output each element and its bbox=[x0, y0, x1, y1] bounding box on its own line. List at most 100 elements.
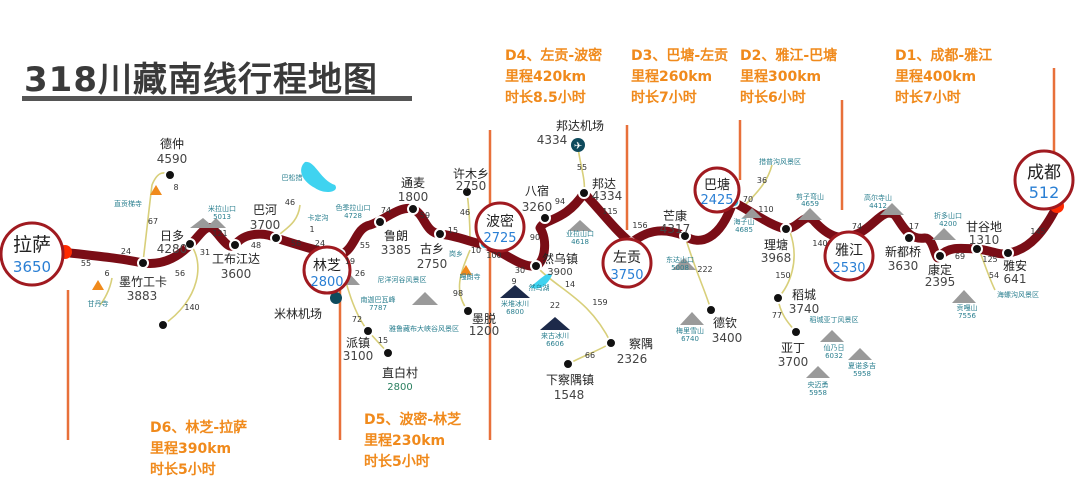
day-route: D1、成都-雅江 bbox=[895, 48, 993, 64]
day-distance: 里程400km bbox=[895, 69, 977, 85]
poi-label: 5008 bbox=[671, 264, 689, 272]
town-altitude: 4590 bbox=[157, 152, 188, 166]
town-dots-item bbox=[772, 292, 784, 304]
town-dots-item bbox=[780, 223, 792, 235]
town-altitude: 1548 bbox=[554, 388, 585, 402]
town-name: 派镇 bbox=[346, 336, 370, 350]
poi-label: 折多山口 bbox=[934, 211, 962, 220]
town-altitude: 1800 bbox=[398, 190, 429, 204]
stop-name: 波密 bbox=[486, 213, 514, 230]
town-name: 甘谷地 bbox=[966, 220, 1002, 234]
poi-label: 6800 bbox=[506, 308, 524, 316]
poi-label: 央迈勇 bbox=[808, 380, 829, 389]
distance-label: 72 bbox=[352, 315, 362, 324]
town-dots-item bbox=[229, 239, 241, 251]
poi-label: 直贡梯寺 bbox=[114, 199, 142, 208]
town-dots-item bbox=[605, 337, 617, 349]
poi-label: 梅里雪山 bbox=[676, 326, 704, 335]
temple-icons-item bbox=[92, 280, 104, 290]
town-dots-item bbox=[903, 232, 915, 244]
side-roads-item bbox=[539, 269, 613, 365]
poi-label: 稻城亚丁风景区 bbox=[810, 315, 859, 324]
town-name: 亚丁 bbox=[781, 341, 805, 355]
distance-label: 59 bbox=[420, 211, 430, 220]
title-underline bbox=[22, 96, 412, 101]
mountain-icons-item bbox=[798, 208, 822, 220]
day-duration: 时长7小时 bbox=[895, 90, 961, 106]
poi-label: 东达山口 bbox=[666, 255, 694, 264]
distance-label: 24 bbox=[315, 239, 325, 248]
town-dots-item bbox=[270, 232, 282, 244]
distance-label: 222 bbox=[697, 265, 712, 274]
poi-label: 尼洋河谷风景区 bbox=[378, 275, 427, 284]
major-stop-circles-item bbox=[0, 221, 65, 287]
town-altitude: 1200 bbox=[469, 324, 500, 338]
distance-label: 48 bbox=[251, 241, 261, 250]
major-stop-circles-item bbox=[302, 245, 352, 295]
mountain-icons-item bbox=[820, 330, 844, 342]
glacier-icons bbox=[500, 285, 570, 330]
town-altitude: 2800 bbox=[387, 382, 412, 393]
distance-label: 140 bbox=[812, 239, 827, 248]
distance-label: 159 bbox=[592, 298, 607, 307]
town-name: 鲁朗 bbox=[384, 229, 408, 243]
mountain-icons-item bbox=[190, 218, 226, 228]
town-altitude: 3883 bbox=[127, 289, 158, 303]
glacier-icons-item bbox=[540, 317, 570, 330]
distance-label: 15 bbox=[378, 336, 388, 345]
town-altitude: 641 bbox=[1004, 272, 1027, 286]
mountain-icons-item bbox=[568, 220, 592, 231]
distance-label: 22 bbox=[550, 301, 560, 310]
town-altitude: 4280 bbox=[157, 242, 188, 256]
stop-altitude: 2725 bbox=[483, 231, 516, 246]
town-name: 新都桥 bbox=[885, 244, 921, 259]
distance-label: 74 bbox=[852, 222, 862, 231]
poi-label: 4618 bbox=[571, 238, 589, 246]
town-altitude: 3385 bbox=[381, 243, 412, 257]
town-altitude: 4334 bbox=[592, 189, 623, 203]
town-name: 古乡 bbox=[420, 241, 444, 256]
poi-label: 4685 bbox=[735, 226, 753, 234]
distance-label: 55 bbox=[360, 241, 370, 250]
town-dots-item bbox=[934, 250, 946, 262]
poi-label: 7556 bbox=[958, 312, 976, 320]
distance-label: 145 bbox=[1030, 227, 1045, 236]
side-roads-item bbox=[162, 243, 199, 326]
town-dots-item bbox=[382, 347, 394, 359]
poi-label: 措普沟风景区 bbox=[759, 157, 801, 166]
stop-name: 巴塘 bbox=[704, 177, 730, 193]
poi-label: 雅鲁藏布大峡谷风景区 bbox=[389, 324, 459, 333]
airplane-icon bbox=[330, 292, 342, 304]
town-dots-item bbox=[164, 169, 176, 181]
town-name: 邦达 bbox=[592, 177, 616, 191]
poi-label: 5958 bbox=[853, 370, 871, 378]
distance-label: 150 bbox=[775, 271, 790, 280]
distance-label: 19 bbox=[345, 257, 355, 266]
major-stop-circles-item bbox=[1013, 149, 1075, 211]
town-altitude: 3900 bbox=[547, 267, 572, 278]
poi-label: 海螺沟风景区 bbox=[997, 290, 1039, 299]
distance-label: 55 bbox=[81, 259, 91, 268]
distance-label: 10 bbox=[471, 246, 481, 255]
mountain-icons-item bbox=[806, 366, 830, 378]
day-route: D6、林芝-拉萨 bbox=[150, 420, 248, 436]
distance-label: 6 bbox=[104, 269, 109, 278]
airplane-icon-glyph: ✈ bbox=[574, 141, 582, 152]
distance-label: 70 bbox=[743, 195, 753, 204]
town-dots-item bbox=[530, 260, 542, 272]
mountain-icons-item bbox=[848, 348, 872, 360]
distance-label: 9 bbox=[511, 277, 516, 286]
stop-name: 拉萨 bbox=[13, 234, 51, 256]
poi-label: 嘎朗寺 bbox=[460, 272, 481, 281]
distance-label: 46 bbox=[285, 198, 295, 207]
poi-label: 6740 bbox=[681, 335, 699, 343]
town-name: 通麦 bbox=[401, 176, 425, 190]
side-roads-item bbox=[744, 164, 773, 206]
town-altitude: 3700 bbox=[250, 218, 281, 232]
distance-label: 56 bbox=[175, 269, 185, 278]
day-duration: 时长5小时 bbox=[364, 454, 430, 470]
